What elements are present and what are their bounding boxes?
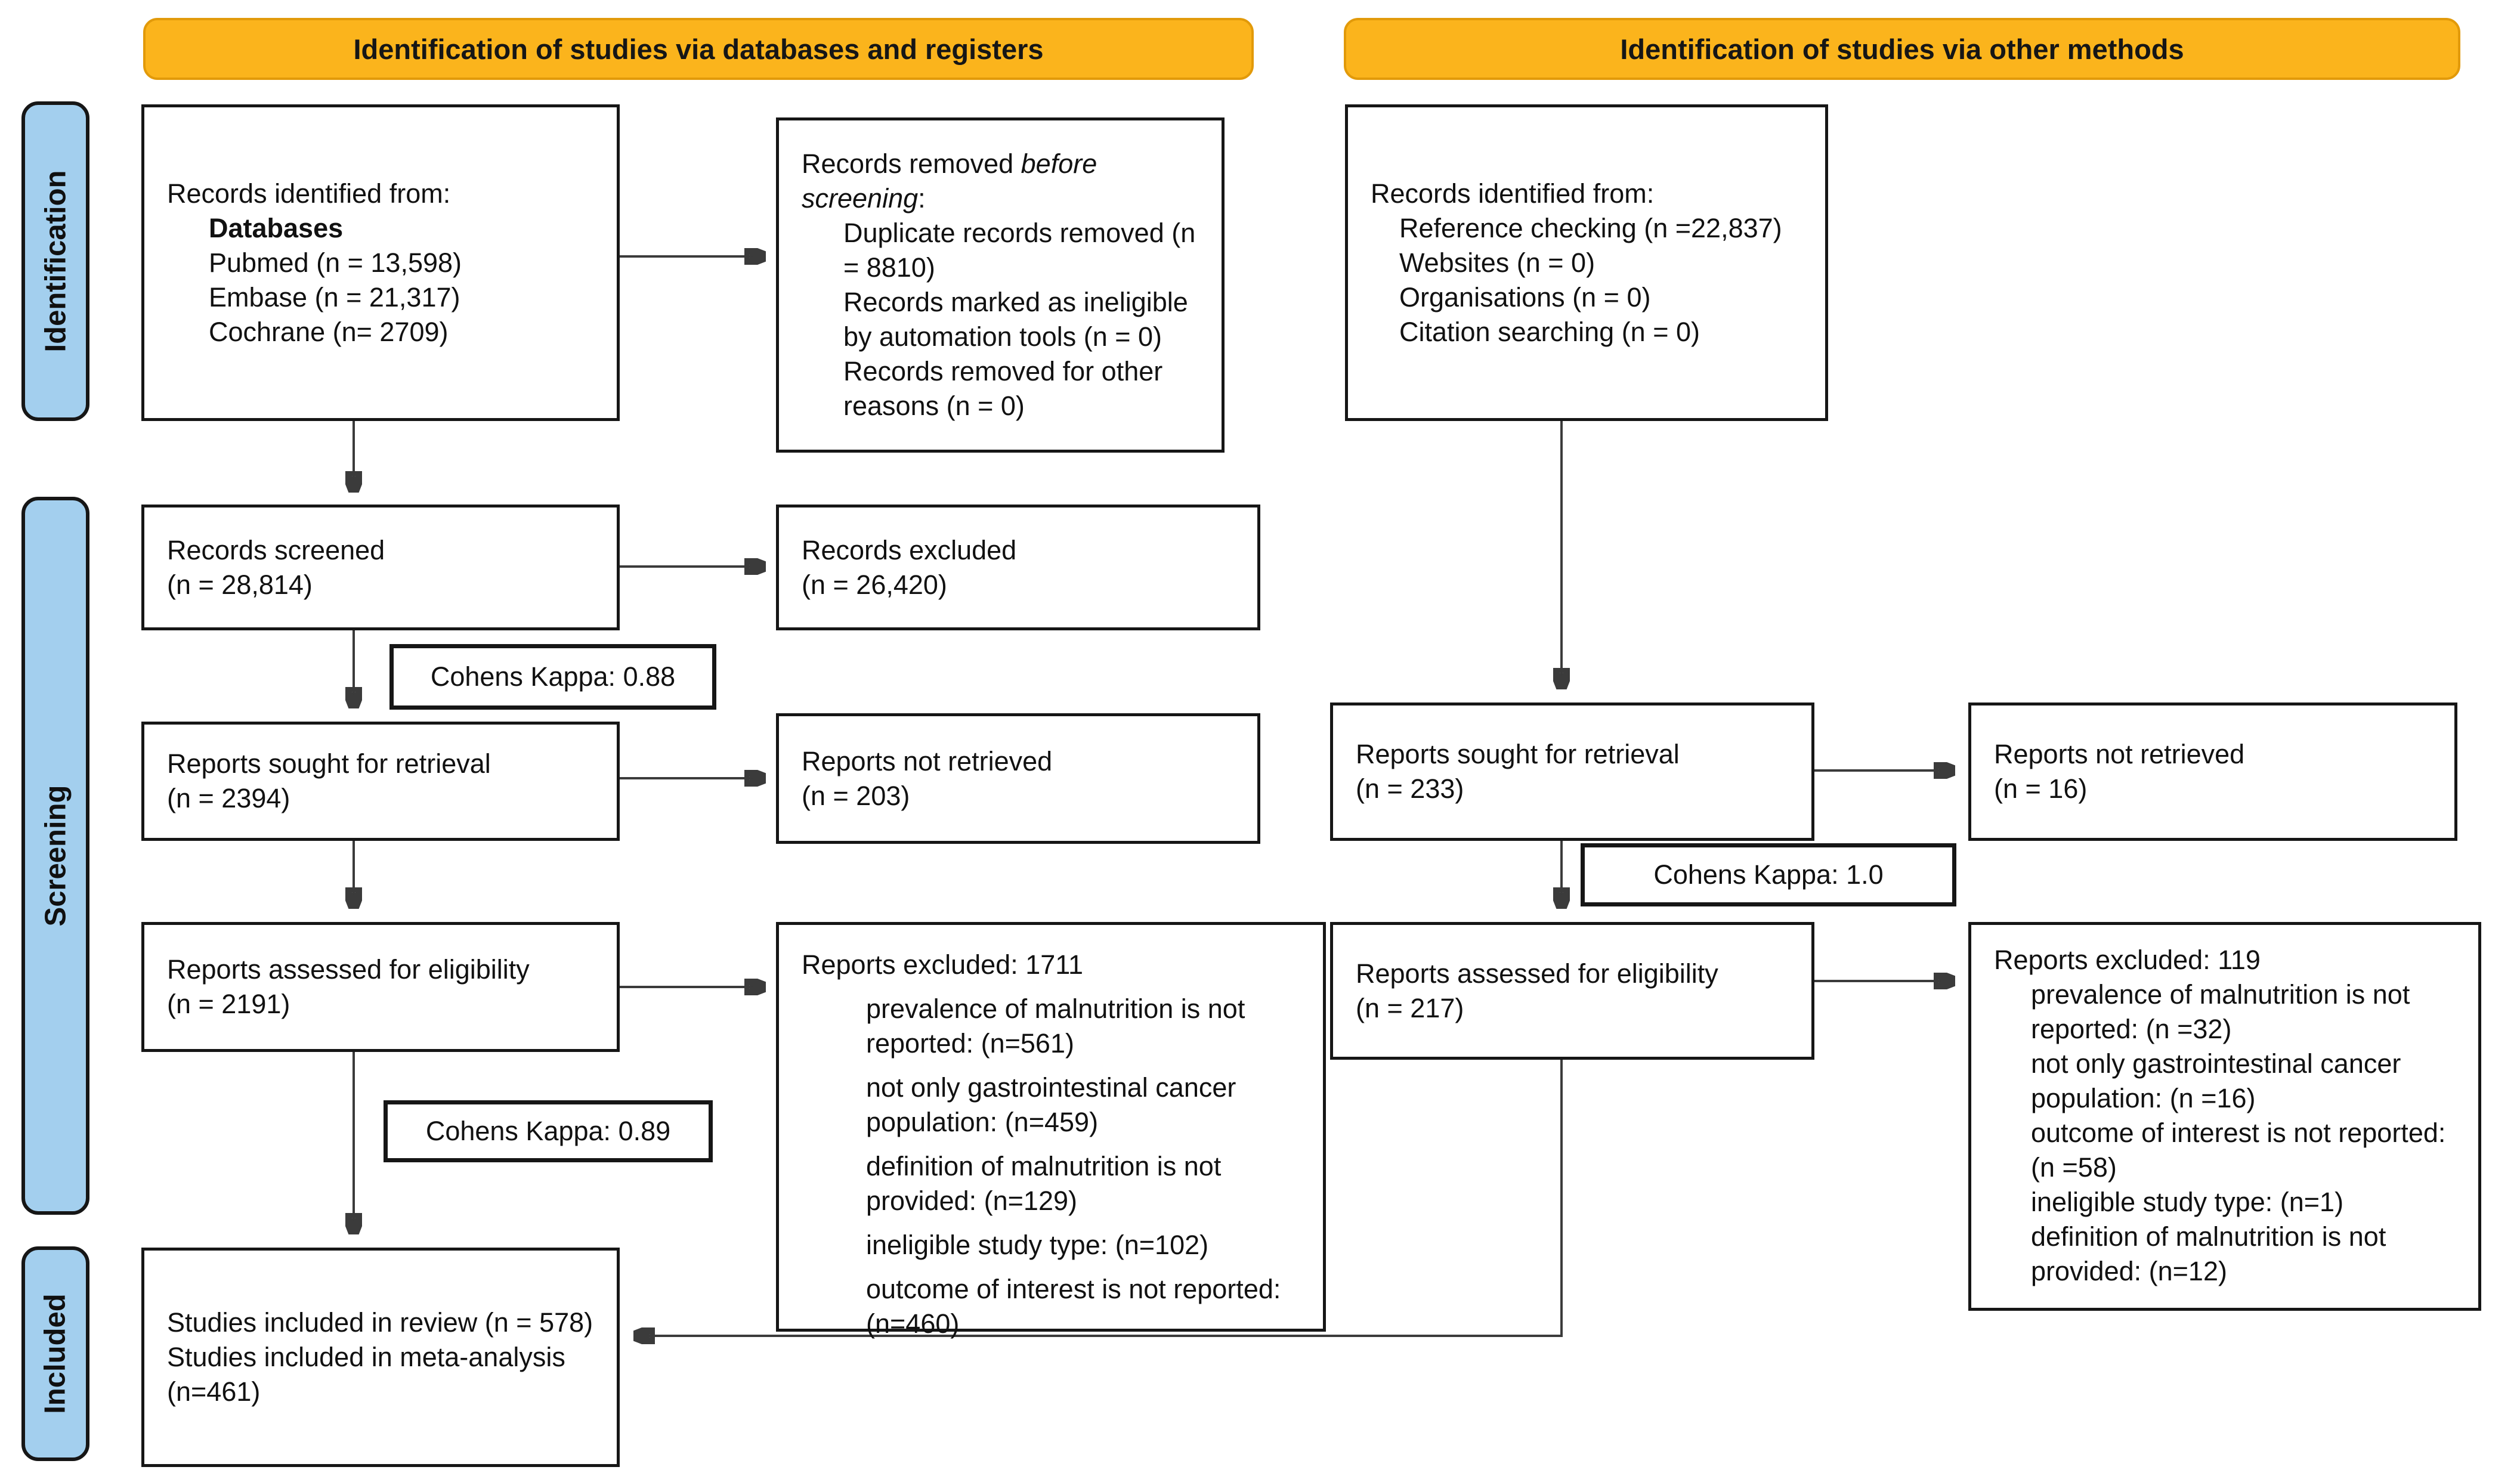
records-screened-lines: Records screened (n = 28,814) [167,533,596,602]
sidebar-identification: Identification [21,101,89,421]
text-line: Reports sought for retrieval [167,748,491,779]
sidebar-screening: Screening [21,497,89,1215]
text-line: Records identified from: [1371,178,1655,209]
kappa-box-retrieval-other: Cohens Kappa: 1.0 [1581,843,1956,906]
text-line: (n = 203) [802,780,910,811]
reports-assessed-other-lines: Reports assessed for eligibility(n = 217… [1356,957,1791,1026]
text-line: Reports assessed for eligibility [167,954,530,985]
text-line: Cochrane (n= 2709) [209,316,449,347]
text-line: Records screened [167,534,385,565]
text-line: (n = 217) [1356,992,1464,1023]
text-line: Citation searching (n = 0) [1399,316,1700,347]
text-line: Duplicate records removed (n = 8810) [843,218,1196,283]
text-line: Reports sought for retrieval [1356,739,1680,769]
text-line: Reports excluded: 1711 [802,949,1083,980]
text-line: prevalence of malnutrition is not report… [866,994,1245,1059]
banner-other-methods: Identification of studies via other meth… [1344,18,2460,80]
sidebar-screening-label: Screening [39,785,72,927]
text-line: not only gastrointestinal cancer populat… [2031,1048,2401,1113]
text-line: outcome of interest is not reported: (n … [2031,1118,2446,1183]
box-records-identified-other: Records identified from: Reference check… [1345,104,1828,421]
box-records-screened: Records screened (n = 28,814) [141,505,620,630]
text-line: (n = 28,814) [167,569,313,600]
kappa-box-eligibility: Cohens Kappa: 0.89 [384,1100,713,1162]
studies-included-lines: Studies included in review (n = 578) Stud… [167,1305,596,1409]
box-reports-excluded-databases: Reports excluded: 1711 prevalence of mal… [776,922,1326,1339]
text-line: Studies included in meta-analysis (n=461… [167,1342,565,1407]
box-reports-not-retrieved-other: Reports not retrieved (n = 16) [1968,703,2457,841]
text-line: Records removed before screening: [802,147,1201,216]
reports-excluded-other-list: prevalence of malnutrition is not report… [1994,977,2457,1289]
box-reports-excluded-other: Reports excluded: 119 prevalence of maln… [1968,922,2481,1311]
box-records-excluded: Records excluded (n = 26,420) [776,505,1260,630]
records-identified-databases-list: Pubmed (n = 13,598)Embase (n = 21,317) Co… [167,246,596,349]
box-reports-sought-databases: Reports sought for retrieval (n = 2394) [141,722,620,841]
box-reports-not-retrieved-databases: Reports not retrieved (n = 203) [776,713,1260,844]
reports-sought-other-lines: Reports sought for retrieval (n = 233) [1356,737,1791,806]
sidebar-identification-label: Identification [39,170,72,352]
text-line: (n = 16) [1994,773,2088,804]
banner-databases-registers: Identification of studies via databases … [143,18,1254,80]
text-line: Websites (n = 0) [1399,247,1596,278]
reports-not-retrieved-other-lines: Reports not retrieved (n = 16) [1994,737,2434,806]
text-line: Reports not retrieved [1994,739,2245,769]
text-line: Reference checking (n =22,837) [1399,212,1782,243]
sidebar-included-label: Included [39,1293,72,1414]
text-line: Records excluded [802,534,1017,565]
records-identified-other-list: Reference checking (n =22,837) Websites (… [1371,211,1804,349]
text-line: (n = 2191) [167,989,290,1019]
text-line: outcome of interest is not reported: (n=… [866,1274,1281,1339]
box-records-identified-databases: Records identified from: Databases Pubme… [141,104,620,421]
text-line: Reports not retrieved [802,745,1053,776]
text-line: Studies included in review (n = 578) [167,1307,593,1338]
text-line: not only gastrointestinal cancer populat… [866,1072,1236,1137]
kappa-box-screening: Cohens Kappa: 0.88 [389,644,716,710]
text-segment-italic: before screening [802,148,1097,213]
text-line: Records identified from: [167,178,451,209]
text-line: definition of malnutrition is not provid… [866,1151,1222,1216]
records-excluded-lines: Records excluded (n = 26,420) [802,533,1236,602]
reports-assessed-databases-lines: Reports assessed for eligibility (n = 219… [167,952,596,1022]
sidebar-included: Included [21,1246,89,1461]
text-line: Organisations (n = 0) [1399,281,1651,312]
text-line: Databases [209,212,344,243]
reports-sought-databases-lines: Reports sought for retrieval (n = 2394) [167,747,596,816]
text-line: Records removed for other reasons (n = 0… [843,356,1163,421]
reports-excluded-databases-list: prevalence of malnutrition is not report… [802,982,1302,1341]
box-records-removed-before-screening: Records removed before screening: Duplic… [776,117,1225,453]
records-removed-list: Duplicate records removed (n = 8810)Reco… [802,216,1201,423]
text-line: (n = 26,420) [802,569,947,600]
text-line: Reports assessed for eligibility [1356,958,1718,989]
text-segment: Records removed [802,148,1021,179]
box-studies-included: Studies included in review (n = 578) Stud… [141,1248,620,1467]
text-line: ineligible study type: (n=102) [866,1230,1209,1260]
text-line: Pubmed (n = 13,598) [209,247,462,278]
text-line: Records marked as ineligible by automati… [843,287,1188,352]
text-line: Reports excluded: 119 [1994,945,2261,975]
box-reports-assessed-other: Reports assessed for eligibility(n = 217… [1330,922,1814,1060]
text-line: Embase (n = 21,317) [209,281,460,312]
box-reports-sought-other: Reports sought for retrieval (n = 233) [1330,703,1814,841]
box-reports-assessed-databases: Reports assessed for eligibility (n = 219… [141,922,620,1052]
text-line: ineligible study type: (n=1) [2031,1187,2344,1217]
text-line: definition of malnutrition is not provid… [2031,1221,2386,1286]
text-line: (n = 2394) [167,783,290,813]
text-line: prevalence of malnutrition is not report… [2031,979,2410,1044]
text-line: (n = 233) [1356,773,1464,804]
reports-not-retrieved-databases-lines: Reports not retrieved (n = 203) [802,744,1236,813]
text-segment: : [918,183,926,213]
